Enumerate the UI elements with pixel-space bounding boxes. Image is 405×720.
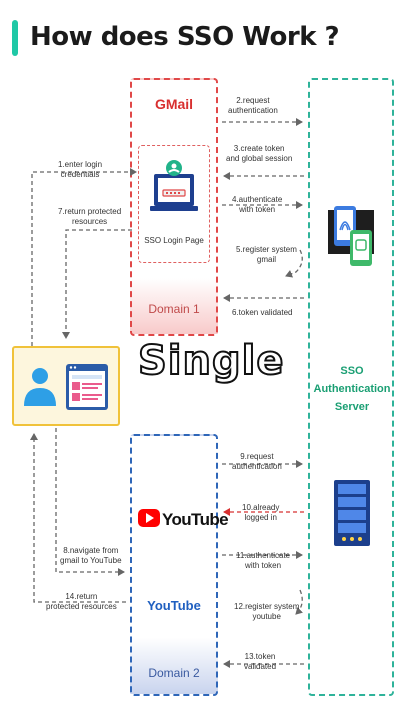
browser-window-icon [66, 364, 108, 410]
domain2-label: Domain 2 [148, 666, 200, 680]
step-text: credentials [60, 170, 100, 179]
step-text: logged in [244, 513, 277, 522]
step-text: 13.token [244, 652, 276, 661]
step-text: authentication [228, 106, 278, 115]
step-text: 1.enter login [58, 160, 103, 169]
user-browser-icons [24, 364, 108, 410]
sso-server-box [308, 78, 394, 696]
step-text: 3.create token [233, 144, 285, 153]
step-text: 8.navigate from [63, 546, 119, 555]
step-11-label: 11.authenticate with token [236, 551, 290, 571]
fingerprint-phone-icon [328, 206, 374, 266]
step-10-label: 10.already logged in [242, 503, 279, 523]
step-3-label: 3.create token and global session [226, 144, 292, 164]
arrow-step-7 [62, 229, 132, 339]
sso-label-line: Authentication [313, 383, 391, 395]
login-laptop-icon [150, 160, 198, 211]
step-text: and global session [226, 154, 293, 163]
arrow-step-5 [285, 249, 303, 278]
user-icon [24, 368, 56, 406]
title-accent-bar [12, 20, 18, 56]
step-text: authentication [232, 462, 282, 471]
step-text: 11.authenticate [236, 551, 291, 560]
step-text: 4.authenticate [232, 195, 283, 204]
domain2-box [130, 434, 218, 696]
server-rack-icon [334, 480, 370, 546]
step-text: youtube [252, 612, 281, 621]
youtube-play-icon [138, 509, 160, 527]
sso-login-page-label: SSO Login Page [144, 236, 204, 245]
step-12-label: 12.register system youtube [234, 602, 299, 622]
step-1-label: 1.enter login credentials [58, 160, 102, 180]
step-text: 7.return protected [58, 207, 122, 216]
step-6-label: 6.token validated [232, 308, 293, 318]
step-5-label: 5.register system gmail [236, 245, 297, 265]
step-text: 12.register system [234, 602, 300, 611]
step-14-label: 14.return protected resources [46, 592, 117, 612]
arrow-step-12 [295, 589, 304, 615]
youtube-logo-text: YouTube [162, 510, 229, 529]
arrow-step-14 [30, 433, 126, 603]
step-9-label: 9.request authentication [232, 452, 282, 472]
arrow-step-8 [55, 428, 125, 576]
step-text: 6.token validated [232, 308, 293, 317]
gmail-label: GMail [154, 96, 194, 112]
step-text: 14.return [65, 592, 98, 601]
arrow-step-1 [31, 168, 137, 346]
step-text: 5.register system [236, 245, 297, 254]
step-8-label: 8.navigate from gmail to YouTube [60, 546, 122, 566]
overlay-caption: Single [137, 337, 285, 385]
domain1-label: Domain 1 [148, 302, 200, 316]
step-text: with token [239, 205, 276, 214]
step-13-label: 13.token validated [244, 652, 276, 672]
step-text: with token [245, 561, 282, 570]
step-text: 2.request [236, 96, 270, 105]
step-2-label: 2.request authentication [228, 96, 278, 116]
step-text: validated [244, 662, 277, 671]
sso-server-label: SSO Authentication Server [310, 362, 394, 416]
step-text: resources [72, 217, 108, 226]
sso-label-line: Server [334, 401, 370, 413]
step-text: gmail to YouTube [60, 556, 122, 565]
sso-label-line: SSO [340, 365, 364, 377]
step-4-label: 4.authenticate with token [232, 195, 282, 215]
step-text: 10.already [242, 503, 280, 512]
page-title: How does SSO Work ? [30, 22, 340, 52]
step-text: gmail [256, 255, 277, 264]
youtube-label: YouTube [147, 598, 201, 613]
step-text: protected resources [46, 602, 117, 611]
step-text: 9.request [240, 452, 274, 461]
step-7-label: 7.return protected resources [58, 207, 121, 227]
